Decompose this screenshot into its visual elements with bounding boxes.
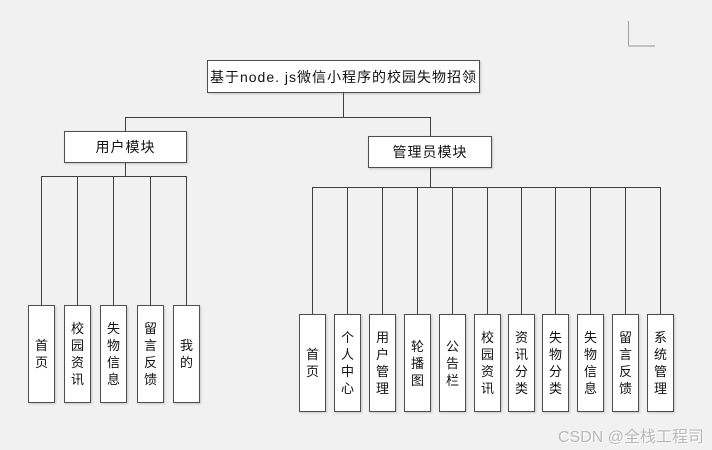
leaf-node: 校园资讯 xyxy=(474,314,501,412)
connector-line xyxy=(113,176,114,305)
connector-line xyxy=(430,117,431,136)
connector-line xyxy=(125,163,126,176)
module-node-admin: 管理员模块 xyxy=(368,136,492,168)
connector-line xyxy=(452,187,453,314)
connector-line xyxy=(125,117,126,131)
connector-line xyxy=(417,187,418,314)
connector-line xyxy=(77,176,78,305)
connector-line xyxy=(382,187,383,314)
root-node: 基于node. js微信小程序的校园失物招领 xyxy=(207,60,480,93)
connector-line xyxy=(555,187,556,314)
corner-mark-icon xyxy=(628,45,655,47)
leaf-node: 我的 xyxy=(173,305,200,403)
leaf-node: 留言反馈 xyxy=(612,314,639,412)
connector-line xyxy=(347,187,348,314)
leaf-node: 用户管理 xyxy=(369,314,396,412)
leaf-node: 资讯分类 xyxy=(508,314,535,412)
leaf-node: 系统管理 xyxy=(647,314,674,412)
connector-line xyxy=(312,187,660,188)
leaf-node: 个人中心 xyxy=(334,314,361,412)
connector-line xyxy=(521,187,522,314)
leaf-node: 失物分类 xyxy=(542,314,569,412)
leaf-node: 公告栏 xyxy=(439,314,466,412)
connector-line xyxy=(625,187,626,314)
connector-line xyxy=(312,187,313,314)
leaf-node: 首页 xyxy=(299,314,326,412)
connector-line xyxy=(430,168,431,187)
connector-line xyxy=(660,187,661,314)
corner-mark-icon xyxy=(628,21,629,46)
leaf-node: 留言反馈 xyxy=(137,305,164,403)
connector-line xyxy=(125,117,430,118)
connector-line xyxy=(343,93,344,117)
leaf-node: 首页 xyxy=(28,305,55,403)
leaf-node: 失物信息 xyxy=(577,314,604,412)
connector-line xyxy=(41,176,187,177)
leaf-node: 失物信息 xyxy=(100,305,127,403)
connector-line xyxy=(186,176,187,305)
connector-line xyxy=(41,176,42,305)
connector-line xyxy=(487,187,488,314)
connector-line xyxy=(150,176,151,305)
connector-line xyxy=(590,187,591,314)
leaf-node: 校园资讯 xyxy=(64,305,91,403)
module-node-user: 用户模块 xyxy=(64,131,187,163)
leaf-node: 轮播图 xyxy=(404,314,431,412)
watermark: CSDN @全栈工程司 xyxy=(557,429,704,446)
